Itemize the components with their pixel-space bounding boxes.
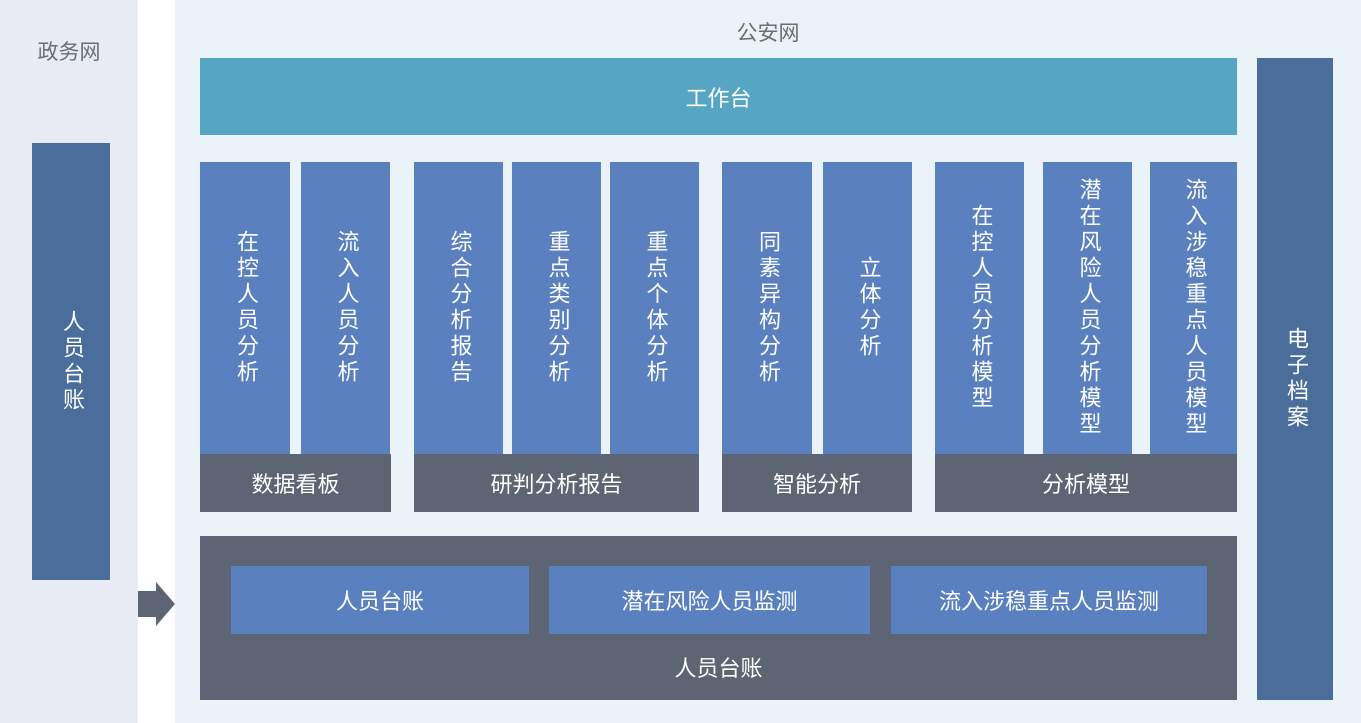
module-column: 同素异构分析 — [722, 162, 812, 454]
workbench-bar: 工作台 — [200, 58, 1237, 135]
group-label: 研判分析报告 — [414, 454, 699, 512]
group-label: 数据看板 — [200, 454, 391, 512]
module-column: 流入人员分析 — [301, 162, 390, 454]
ledger-label: 人员台账 — [674, 657, 763, 682]
group-label: 分析模型 — [935, 454, 1237, 512]
electronic-archive-box: 电子档案 — [1257, 58, 1333, 700]
module-column: 重点个体分析 — [610, 162, 699, 454]
module-column: 在控人员分析模型 — [935, 162, 1024, 454]
ledger-item: 人员台账 — [231, 566, 529, 634]
ledger-item: 流入涉稳重点人员监测 — [891, 566, 1207, 634]
module-column: 立体分析 — [823, 162, 912, 454]
module-column: 潜在风险人员分析模型 — [1043, 162, 1132, 454]
gov-ledger-box: 人员台账 — [32, 143, 110, 580]
group-label: 智能分析 — [722, 454, 912, 512]
module-column: 在控人员分析 — [200, 162, 290, 454]
ledger-item: 潜在风险人员监测 — [549, 566, 870, 634]
police-network-title: 公安网 — [736, 21, 800, 45]
module-column: 综合分析报告 — [414, 162, 503, 454]
gov-network-title: 政务网 — [37, 40, 101, 64]
arrow-right-icon — [138, 582, 175, 626]
module-column: 重点类别分析 — [512, 162, 601, 454]
module-column: 流入涉稳重点人员模型 — [1150, 162, 1237, 454]
